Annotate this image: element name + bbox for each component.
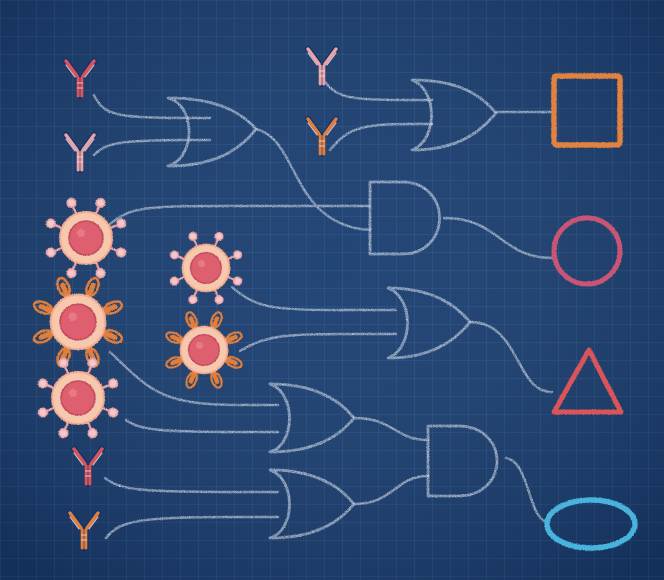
output-shapes	[544, 73, 638, 551]
wire-g6-g7	[352, 474, 430, 506]
wire-in9-g5	[124, 418, 280, 434]
antibody-icon	[63, 132, 97, 173]
wire-in4-g2	[328, 122, 434, 152]
virus-cell-icon	[45, 197, 127, 279]
and-gate-g7	[426, 424, 499, 498]
wire-g3-out2	[442, 216, 555, 260]
ellipse-output	[544, 497, 638, 551]
wire-in7-g5	[108, 350, 280, 407]
antibody-icon	[305, 46, 339, 87]
wire-in3-g2	[323, 80, 434, 102]
virus-cell-icon	[165, 311, 243, 389]
antibody-icon	[63, 58, 97, 99]
or-gate-g1	[166, 96, 258, 168]
antibodies	[63, 46, 339, 551]
wire-in2-g1	[92, 138, 212, 157]
wire-g4-out3	[468, 320, 554, 394]
wire-in11-g6	[104, 515, 280, 540]
wire-in10-g6	[103, 476, 280, 494]
circuit-wires	[92, 80, 555, 540]
or-gate-g5	[268, 382, 356, 454]
antibody-icon	[67, 510, 101, 551]
wire-in6-g4	[230, 285, 398, 312]
wire-g7-out4	[504, 456, 550, 524]
virus-cell-icon	[169, 231, 243, 305]
or-gate-g2	[410, 78, 498, 152]
triangle-output	[551, 347, 624, 415]
antibody-icon	[71, 446, 105, 487]
circle-output	[551, 215, 623, 287]
antibody-icon	[305, 116, 339, 157]
wire-g1-g3	[254, 127, 372, 232]
square-output	[551, 73, 623, 148]
virus-cell-icon	[37, 357, 119, 439]
wire-g5-g7	[352, 416, 430, 442]
wire-in1-g1	[92, 93, 212, 120]
wire-in5-g3	[106, 204, 372, 228]
or-gate-g4	[386, 286, 472, 360]
and-gate-g3	[368, 180, 441, 256]
logic-gates	[166, 78, 499, 540]
virus-cells	[32, 197, 243, 439]
wire-in8-g4	[238, 332, 398, 353]
or-gate-g6	[268, 468, 356, 540]
